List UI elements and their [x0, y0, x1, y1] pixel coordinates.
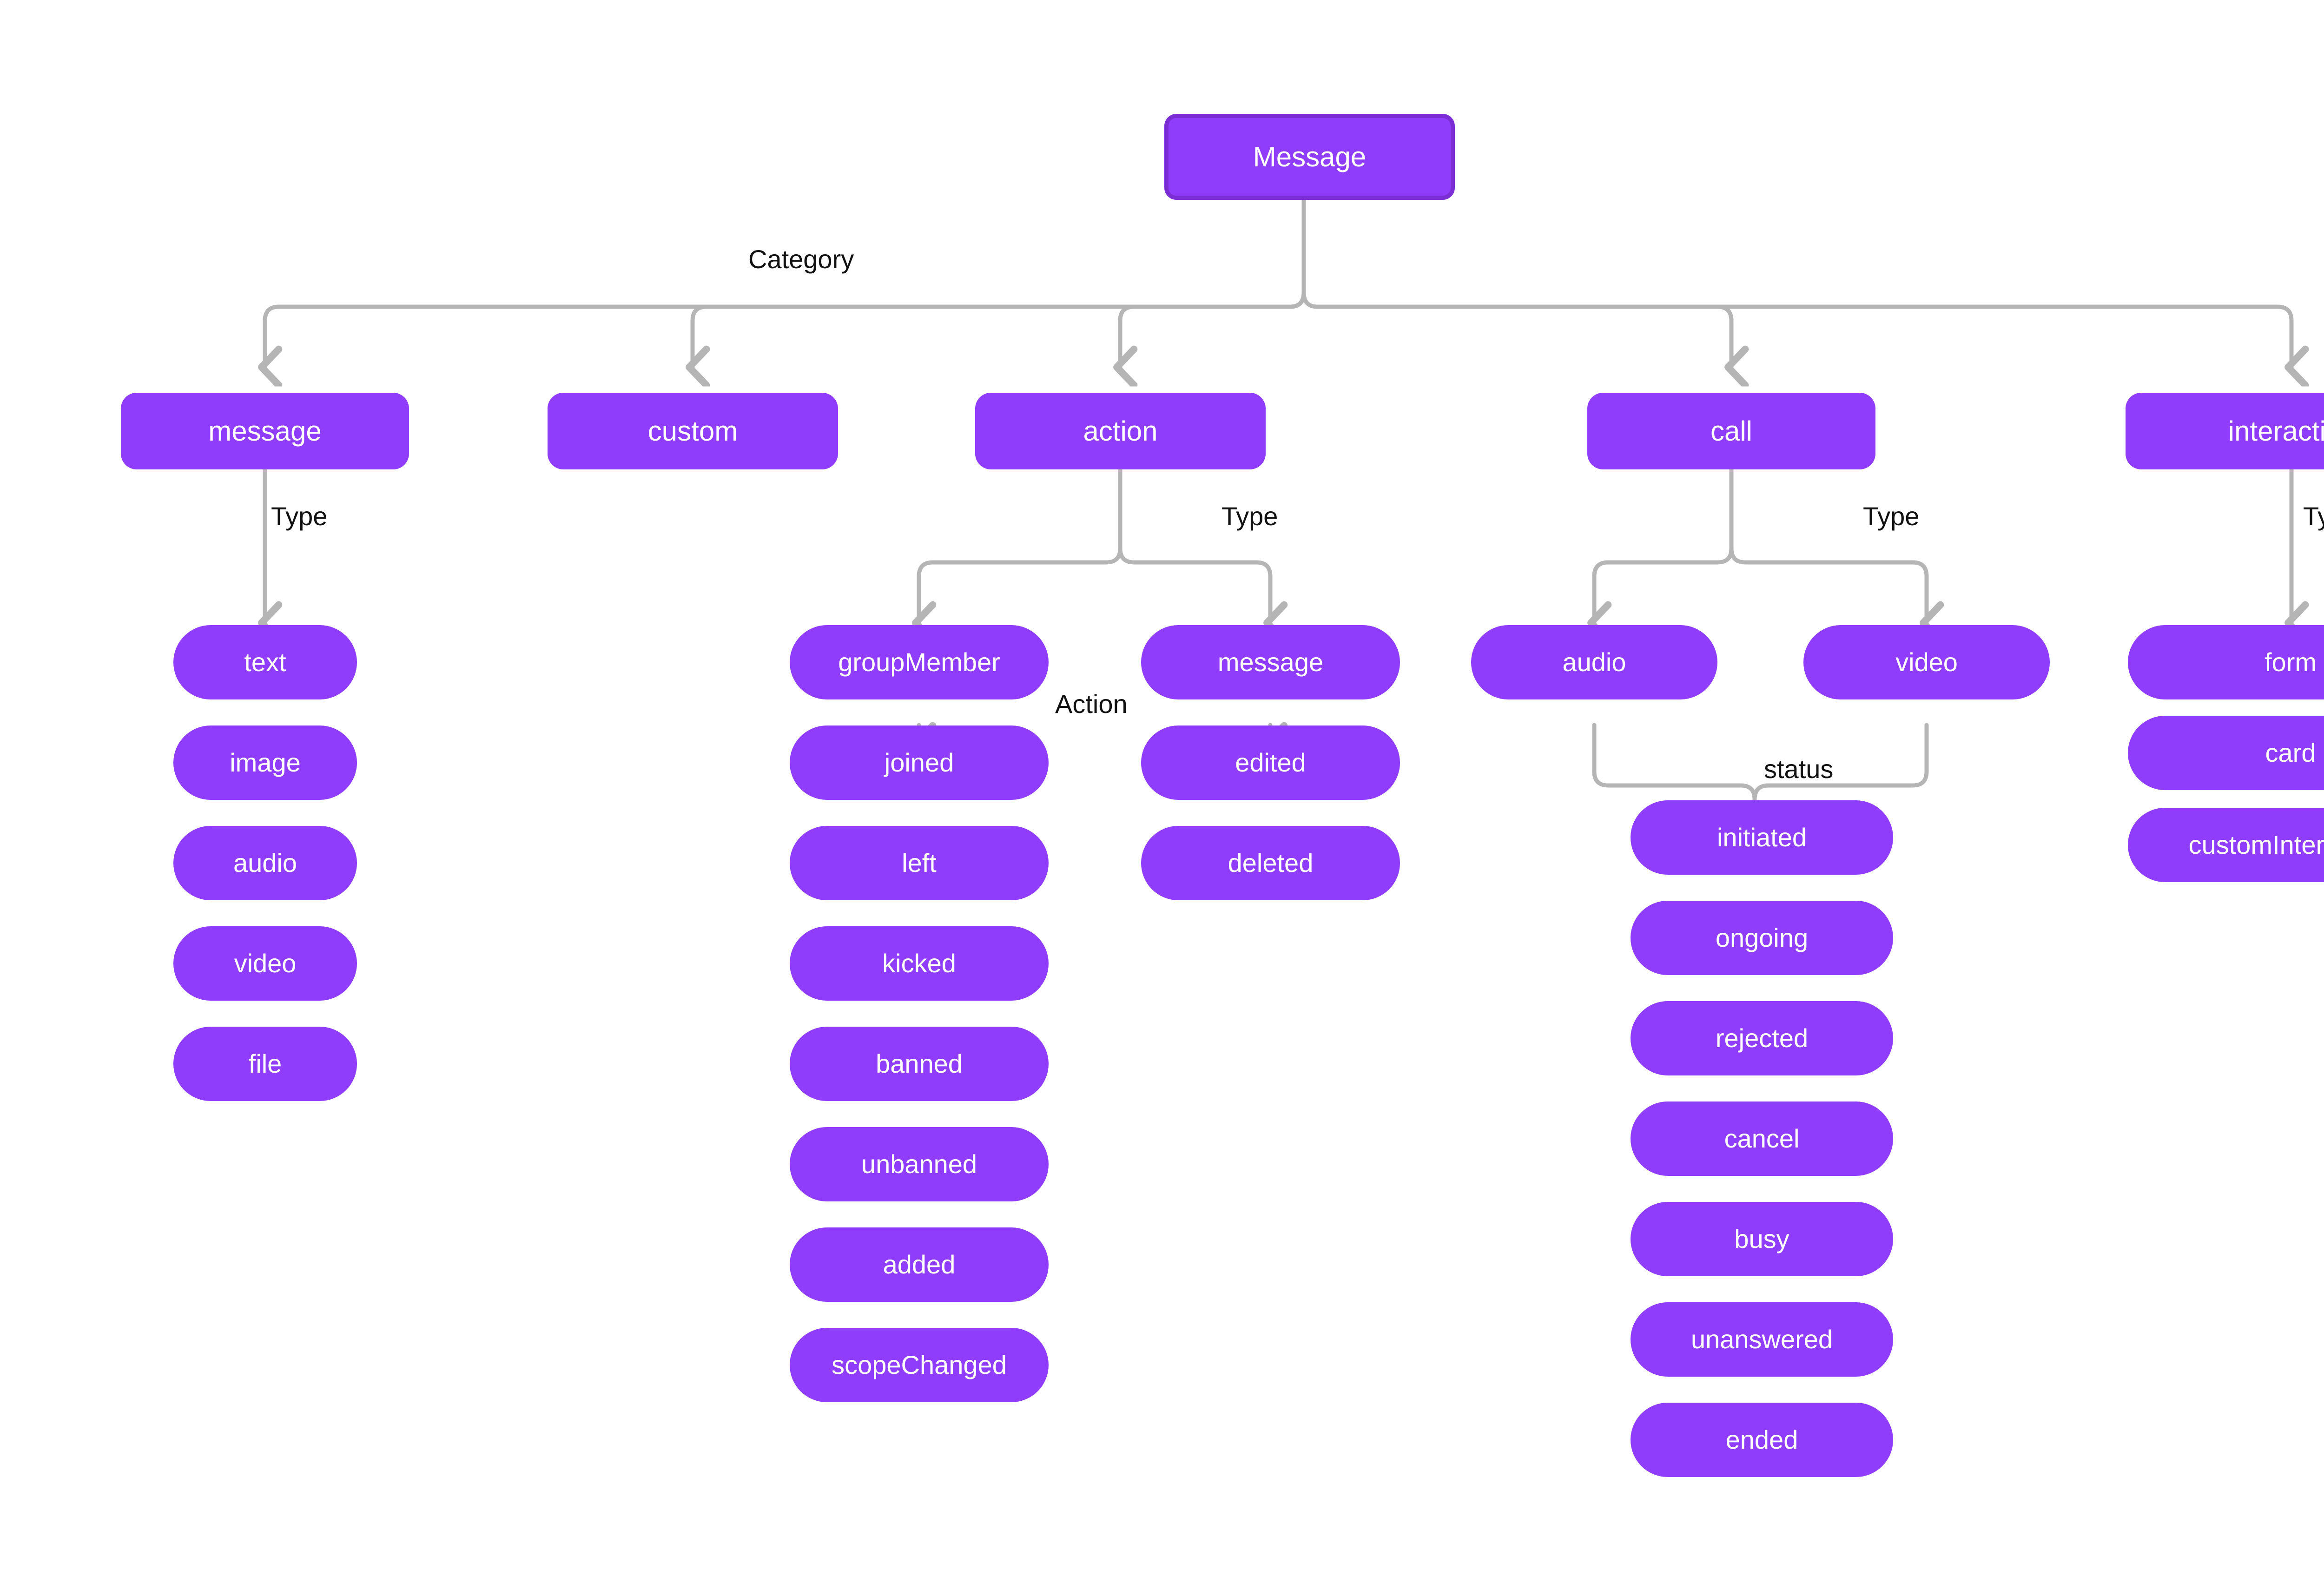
edge-label-category: Category: [748, 244, 854, 274]
node-label: audio: [233, 848, 297, 878]
node-label: deleted: [1228, 848, 1314, 878]
node-call-status-ended[interactable]: ended: [1631, 1403, 1893, 1477]
node-category-custom[interactable]: custom: [548, 393, 838, 469]
node-message-type-text[interactable]: text: [173, 625, 357, 699]
node-label: message: [208, 415, 322, 447]
node-label: custom: [647, 415, 738, 447]
node-interactive-type-form[interactable]: form: [2128, 625, 2324, 699]
node-label: card: [2265, 738, 2316, 768]
edge-label-status: status: [1764, 754, 1834, 784]
node-call-type-audio[interactable]: audio: [1471, 625, 1717, 699]
node-label: rejected: [1715, 1023, 1809, 1053]
node-label: added: [883, 1250, 956, 1280]
node-label: left: [902, 848, 937, 878]
node-label: audio: [1562, 647, 1626, 677]
node-call-status-unanswered[interactable]: unanswered: [1631, 1302, 1893, 1377]
node-label: unbanned: [861, 1149, 977, 1179]
node-label: ended: [1725, 1425, 1798, 1455]
node-label: form: [2265, 647, 2317, 677]
edge-label-type-message: Type: [271, 501, 328, 531]
node-call-status-rejected[interactable]: rejected: [1631, 1001, 1893, 1075]
node-groupmember-action-scopechanged[interactable]: scopeChanged: [790, 1328, 1049, 1402]
node-label: action: [1083, 415, 1158, 447]
edge-label-type-call: Type: [1863, 501, 1920, 531]
edge-label-type-action: Type: [1221, 501, 1278, 531]
node-label: banned: [876, 1049, 963, 1079]
node-category-message[interactable]: message: [121, 393, 409, 469]
node-call-status-busy[interactable]: busy: [1631, 1202, 1893, 1276]
node-label: interactive: [2228, 415, 2324, 447]
node-message-type-image[interactable]: image: [173, 726, 357, 800]
edge-label-type-interactive: Type: [2303, 501, 2324, 531]
node-call-type-video[interactable]: video: [1803, 625, 2050, 699]
node-action-type-groupmember[interactable]: groupMember: [790, 625, 1049, 699]
node-label: file: [248, 1049, 282, 1079]
node-message-type-audio[interactable]: audio: [173, 826, 357, 900]
node-label: ongoing: [1715, 923, 1809, 953]
node-interactive-type-card[interactable]: card: [2128, 716, 2324, 790]
node-category-call[interactable]: call: [1587, 393, 1875, 469]
node-groupmember-action-added[interactable]: added: [790, 1227, 1049, 1302]
node-label: message: [1217, 647, 1324, 677]
node-label: unanswered: [1690, 1325, 1833, 1354]
node-label: scopeChanged: [832, 1350, 1007, 1380]
node-label: joined: [884, 748, 954, 778]
node-label: video: [234, 949, 297, 978]
node-label: initiated: [1717, 823, 1807, 852]
node-label: groupMember: [838, 647, 1000, 677]
node-label: cancel: [1724, 1124, 1800, 1154]
node-interactive-type-custominteractive[interactable]: customInteractive: [2128, 808, 2324, 882]
node-call-status-cancel[interactable]: cancel: [1631, 1102, 1893, 1176]
node-message-type-video[interactable]: video: [173, 926, 357, 1001]
node-groupmember-action-unbanned[interactable]: unbanned: [790, 1127, 1049, 1201]
node-label: video: [1895, 647, 1958, 677]
node-call-status-initiated[interactable]: initiated: [1631, 800, 1893, 875]
node-label: Message: [1253, 141, 1367, 172]
node-label: edited: [1235, 748, 1306, 778]
node-message-action-deleted[interactable]: deleted: [1141, 826, 1400, 900]
node-message-action-edited[interactable]: edited: [1141, 726, 1400, 800]
node-groupmember-action-left[interactable]: left: [790, 826, 1049, 900]
node-groupmember-action-joined[interactable]: joined: [790, 726, 1049, 800]
edge-label-action: Action: [1055, 689, 1128, 719]
node-label: customInteractive: [2188, 830, 2324, 860]
node-groupmember-action-kicked[interactable]: kicked: [790, 926, 1049, 1001]
node-root-message[interactable]: Message: [1164, 114, 1455, 200]
node-action-type-message[interactable]: message: [1141, 625, 1400, 699]
node-groupmember-action-banned[interactable]: banned: [790, 1027, 1049, 1101]
node-label: call: [1710, 415, 1753, 447]
node-category-action[interactable]: action: [975, 393, 1266, 469]
node-message-type-file[interactable]: file: [173, 1027, 357, 1101]
node-label: image: [230, 748, 301, 778]
node-call-status-ongoing[interactable]: ongoing: [1631, 901, 1893, 975]
node-label: text: [244, 647, 286, 677]
node-label: busy: [1734, 1224, 1789, 1254]
node-label: kicked: [882, 949, 956, 978]
node-category-interactive[interactable]: interactive: [2126, 393, 2324, 469]
